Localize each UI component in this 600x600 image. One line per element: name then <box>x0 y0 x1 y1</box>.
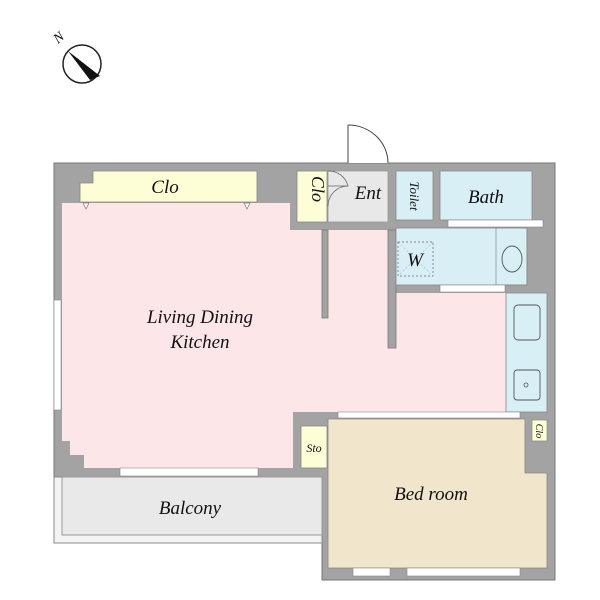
kitchen-sink-icon <box>513 304 541 341</box>
storage-label: Sto <box>306 441 321 455</box>
north-arrow-icon <box>68 51 100 80</box>
closet-bedroom-label: Clo <box>533 424 544 438</box>
compass-north-label: N <box>50 29 68 48</box>
closet-entry[interactable]: Clo <box>296 170 328 223</box>
window <box>406 567 521 577</box>
closet-main[interactable]: Clo <box>79 170 258 210</box>
window <box>53 299 62 411</box>
entrance-door-swing-icon[interactable] <box>347 124 389 164</box>
washroom[interactable]: W <box>395 227 528 293</box>
door-marker-icon <box>82 202 90 210</box>
window <box>337 411 521 419</box>
bath-label: Bath <box>468 187 504 208</box>
closet-bedroom[interactable]: Clo <box>531 419 548 442</box>
toilet-label: Toilet <box>407 181 422 211</box>
balcony: Balcony <box>53 476 323 544</box>
window <box>447 219 544 228</box>
compass: N <box>50 29 102 84</box>
window <box>439 284 506 293</box>
bedroom-label: Bed room <box>394 484 468 505</box>
entrance[interactable]: Ent <box>327 124 389 223</box>
bath[interactable]: Bath <box>439 170 544 228</box>
window <box>119 467 259 477</box>
stove-icon <box>513 369 541 401</box>
partition-wall <box>387 229 397 349</box>
sink-icon <box>501 245 523 273</box>
closet-main-label: Clo <box>151 177 178 198</box>
closet-entry-label: Clo <box>308 176 328 202</box>
bedroom[interactable]: Bed room <box>327 411 548 577</box>
window <box>352 567 391 577</box>
balcony-label: Balcony <box>159 498 222 519</box>
door-marker-icon <box>243 202 251 210</box>
washer-label: W <box>407 250 425 271</box>
living-dining-kitchen: Living Dining Kitchen <box>62 203 506 468</box>
partition-wall <box>321 229 329 319</box>
ldk-label-line2: Kitchen <box>169 332 229 353</box>
entrance-label: Ent <box>354 183 382 204</box>
toilet[interactable]: Toilet <box>395 170 434 221</box>
storage[interactable]: Sto <box>300 425 337 469</box>
ldk-label-line1: Living Dining <box>146 307 253 328</box>
washer-space <box>397 241 434 277</box>
kitchen-counter <box>505 292 548 413</box>
